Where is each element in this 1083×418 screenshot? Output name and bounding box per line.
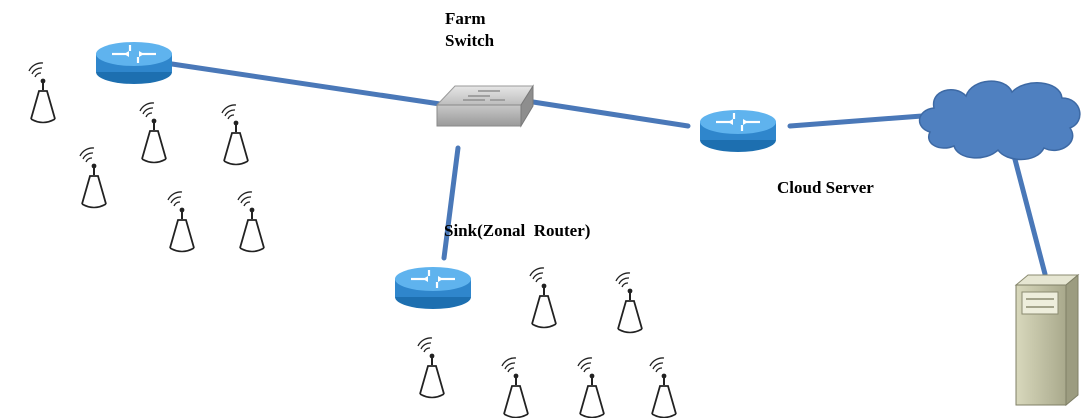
wireless-sensor-icon bbox=[577, 356, 605, 418]
sink-router-label: Sink(Zonal Router) bbox=[444, 221, 591, 240]
farm-switch-label-line1: Farm bbox=[445, 9, 486, 28]
wireless-sensor-icon bbox=[237, 190, 265, 253]
wireless-sensor-icon bbox=[649, 356, 677, 418]
link-router-to-switch bbox=[169, 61, 443, 107]
link-switch-to-gateway-router bbox=[530, 99, 691, 129]
cloud-server-label: Cloud Server bbox=[777, 178, 874, 197]
wireless-sensor-icon bbox=[167, 190, 195, 253]
sensor-cluster-farm bbox=[28, 61, 265, 253]
wireless-sensor-icon bbox=[79, 146, 107, 209]
wireless-sensor-icon bbox=[221, 103, 249, 166]
wireless-sensor-icon bbox=[139, 101, 167, 164]
router-icon bbox=[94, 40, 174, 86]
link-cloud-to-server bbox=[1009, 145, 1048, 277]
server-icon bbox=[1014, 273, 1080, 407]
wireless-sensor-icon bbox=[28, 61, 56, 124]
wireless-sensor-icon bbox=[529, 266, 557, 329]
wireless-sensor-icon bbox=[417, 336, 445, 399]
farm-switch-label-line2: Switch bbox=[445, 31, 495, 50]
switch-icon bbox=[435, 84, 534, 128]
link-gateway-router-to-cloud bbox=[787, 113, 925, 129]
network-links bbox=[169, 61, 1048, 277]
router-icon bbox=[698, 108, 778, 154]
wireless-sensor-icon bbox=[501, 356, 529, 418]
wireless-sensor-icon bbox=[615, 271, 643, 334]
farm-switch-label: Farm Switch bbox=[445, 8, 494, 52]
router-icon bbox=[393, 265, 473, 311]
link-switch-to-sink bbox=[441, 145, 461, 261]
cloud-icon bbox=[918, 80, 1081, 161]
